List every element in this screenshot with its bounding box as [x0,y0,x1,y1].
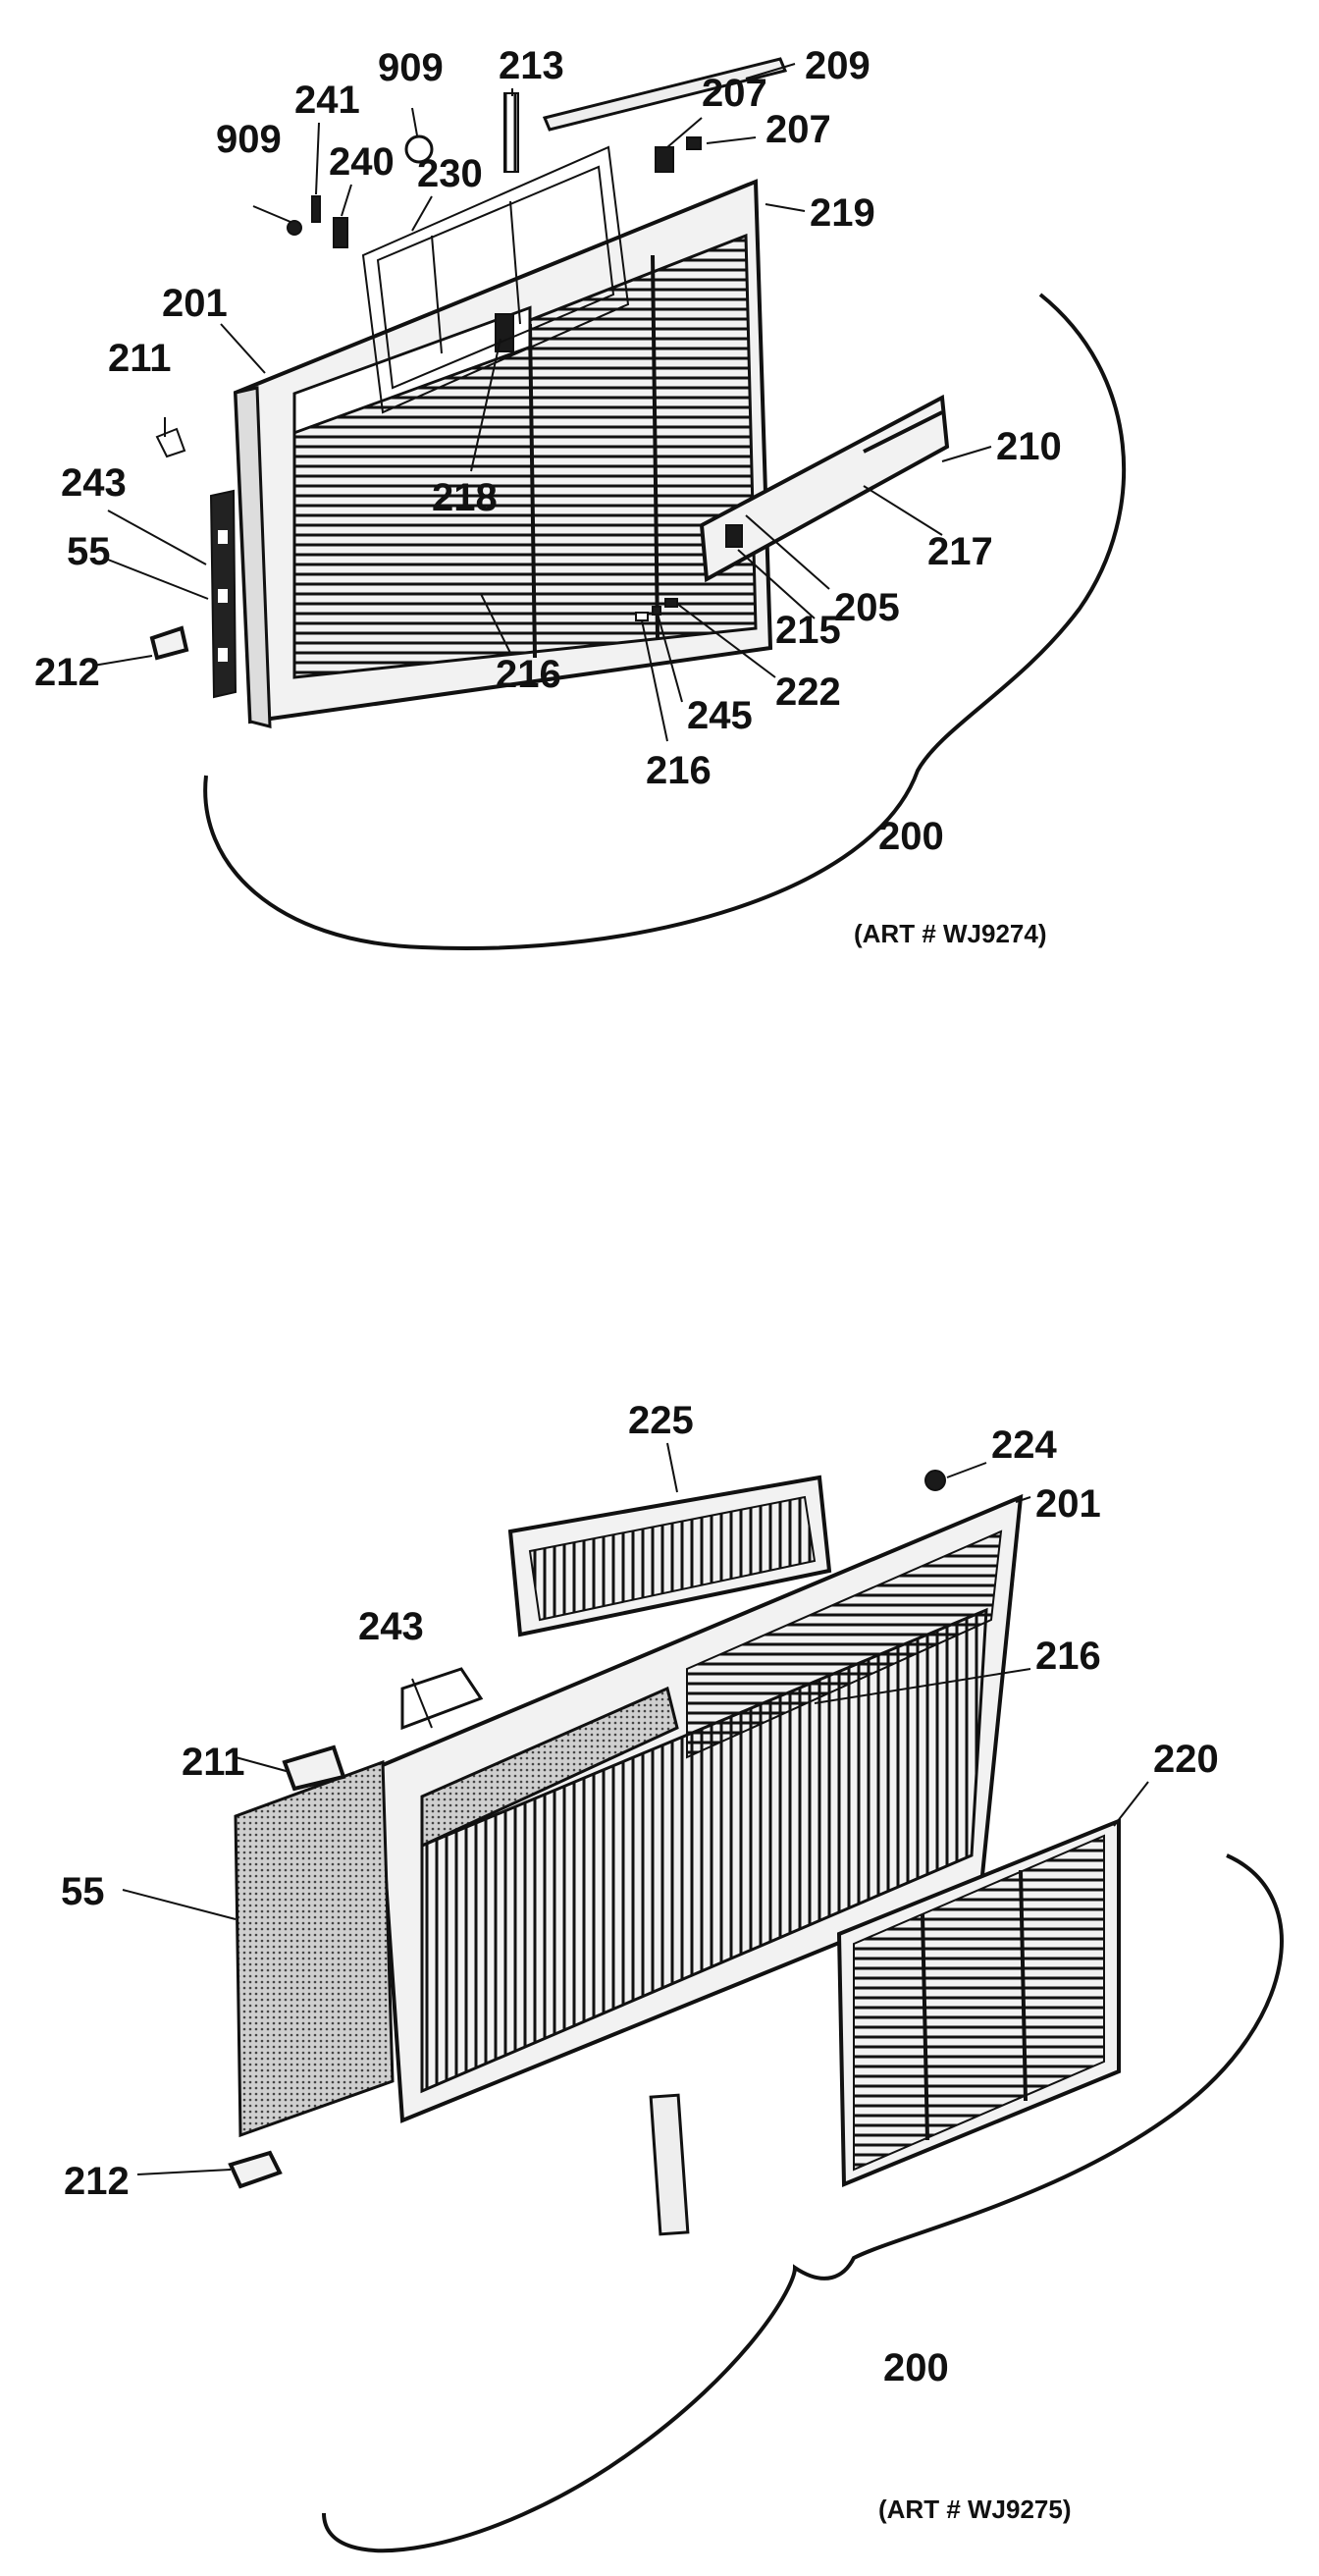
side-panel-205 [699,394,950,583]
part-222 [664,598,678,608]
art-number-wj9275: (ART # WJ9275) [878,2495,1072,2524]
clip-207a [655,146,674,173]
label-216a: 216 [496,653,561,696]
label-224: 224 [991,1423,1057,1467]
group-bracket-200 [203,293,1126,950]
knob-909b [404,134,434,164]
clip-207b [686,136,702,150]
diagram-2-front-panel: 225 224 201 243 216 220 211 55 212 200 (… [61,1399,1284,2553]
label-200: 200 [878,815,944,858]
label-218: 218 [432,476,498,519]
screw-909a [287,220,302,236]
label-909a: 909 [216,118,282,161]
label-243: 243 [61,461,127,505]
screw-224 [924,1470,946,1491]
group-bracket-200 [322,1853,1284,2553]
label-216b: 216 [646,749,712,792]
label-243: 243 [358,1605,424,1648]
label-212: 212 [34,651,100,694]
label-213: 213 [499,44,564,87]
top-louver-225 [507,1475,832,1637]
control-panel-55 [209,489,237,699]
leader-lines-2 [122,1442,1149,2175]
strip-213 [503,92,519,173]
label-201: 201 [162,282,228,325]
label-215: 215 [775,609,841,652]
label-216: 216 [1035,1635,1101,1678]
side-grille-220 [836,1818,1121,2187]
label-225: 225 [628,1399,694,1442]
label-55: 55 [61,1870,105,1913]
bracket-212 [149,625,189,661]
label-230: 230 [417,152,483,195]
clip-211 [155,427,186,458]
label-207a: 207 [702,72,767,115]
label-222: 222 [775,671,841,714]
art-number-wj9274: (ART # WJ9274) [854,919,1047,948]
label-201: 201 [1035,1482,1101,1526]
bracket-240 [333,217,348,248]
clip-211 [282,1744,346,1792]
label-212: 212 [64,2160,130,2203]
label-219: 219 [810,191,875,235]
label-211: 211 [182,1741,245,1784]
label-205: 205 [834,586,900,629]
part-245 [652,606,661,616]
label-210: 210 [996,425,1062,468]
label-220: 220 [1153,1738,1219,1781]
label-55: 55 [67,530,111,573]
rail-209 [542,57,788,132]
part-216b [635,612,649,621]
label-217: 217 [927,530,993,573]
bracket-212 [228,2150,283,2189]
top-frame-230 [361,145,630,414]
label-209: 209 [805,44,871,87]
filter-55 [234,1759,395,2138]
front-grille-201 [233,179,773,728]
label-200: 200 [883,2346,949,2389]
label-245: 245 [687,694,753,737]
clip-241 [311,195,321,223]
label-207b: 207 [765,108,831,151]
label-240: 240 [329,140,395,184]
label-211: 211 [108,337,172,380]
label-241: 241 [294,79,360,122]
front-frame-201 [375,1493,1024,2123]
diagram-1-front-panel: 909 241 909 240 230 213 207 209 207 219 … [34,44,1126,950]
bracket-bar [649,2093,690,2236]
leader-lines-1 [92,63,992,742]
label-909b: 909 [378,46,444,89]
